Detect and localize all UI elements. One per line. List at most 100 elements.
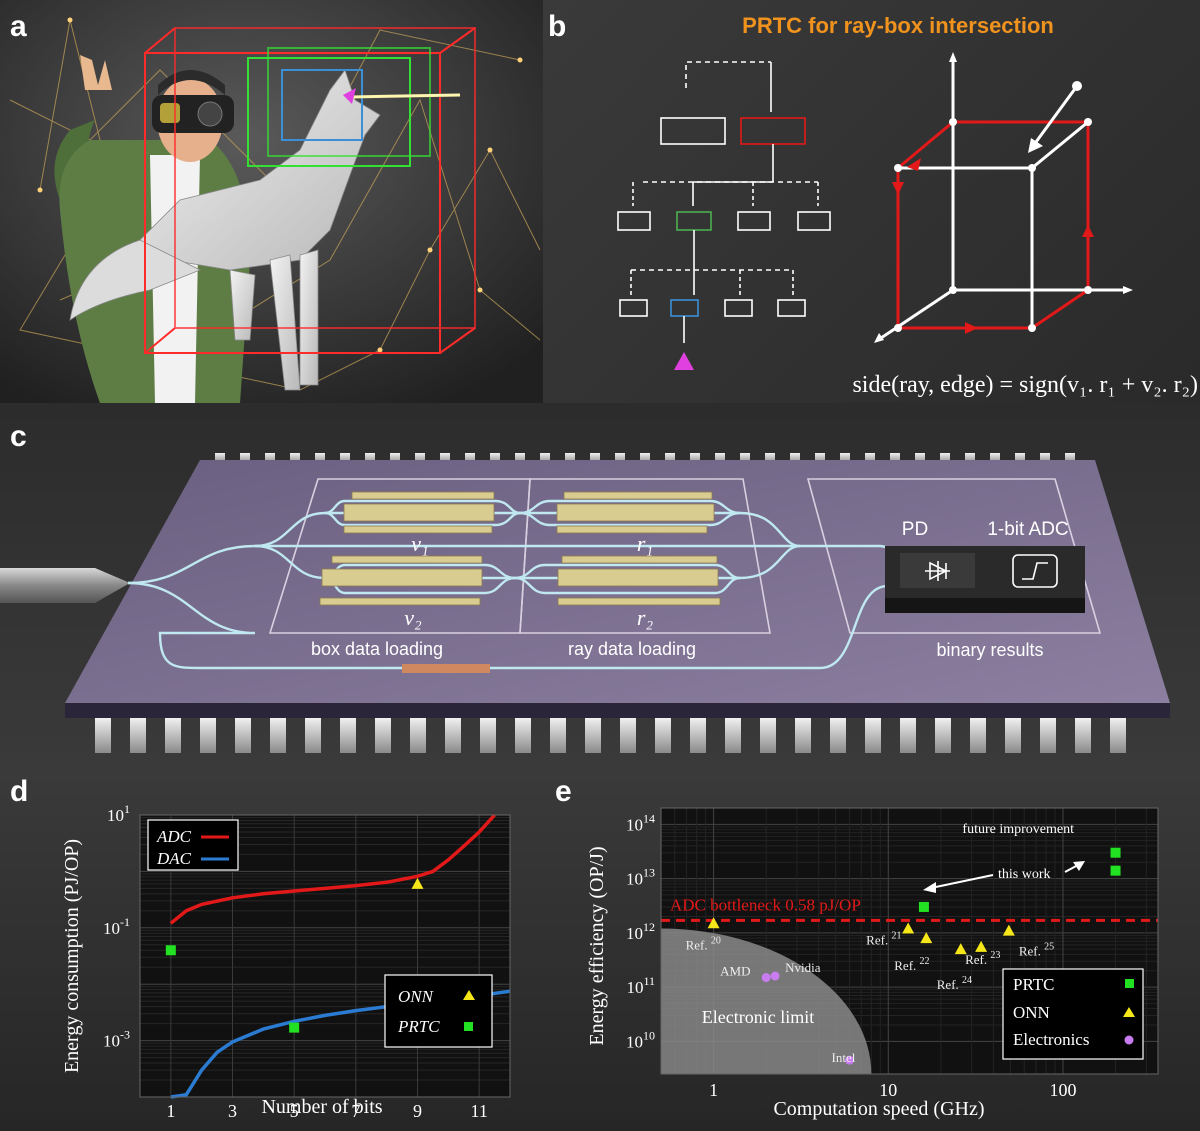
waveguides [127,499,898,670]
vr-scene-illustration [0,0,543,403]
d-legend-prtc-marker [464,1022,473,1031]
e-y-tick: 1010 [626,1028,655,1051]
d-y-tick: 101 [107,802,130,825]
panel-d: 1 3 5 7 9 11 101 10-1 10-3 Energy consumption (P… [0,770,543,1131]
e-point-label: Nvidia [785,960,821,975]
region-boxes [268,478,1102,634]
ray-beam [349,93,461,99]
e-legend [1002,968,1144,1060]
adc-block [985,546,1085,613]
optical-fiber [0,568,130,603]
e-point-electronics [761,973,771,983]
d-y-tick: 10-3 [103,1028,130,1051]
panel-label-e: e [555,775,572,808]
e-legend-prtc-marker [1125,979,1134,988]
e-point-electronics [845,1055,855,1065]
e-x-tick: 100 [1049,1080,1076,1100]
e-legend-prtc: PRTC [1013,975,1055,994]
d-legend-adc: ADC [156,827,192,846]
bounding-box-red [144,27,476,354]
e-point-onn [975,940,988,952]
d-point-prtc [289,1022,300,1033]
fox-model [69,69,381,391]
panel-label-d: d [10,775,29,808]
energy-consumption-chart: 1 3 5 7 9 11 101 10-1 10-3 Energy consumption (P… [61,802,511,1121]
side-formula: side(ray, edge) = sign(v₁. r₁ + v₂. r₂) [852,372,1198,398]
d-legend-markers [384,974,493,1048]
d-x-tick: 5 [290,1101,299,1121]
electronic-limit-region [661,928,872,1074]
e-point-prtc [918,901,929,912]
d-point-onn [411,877,424,889]
panel-b: PRTC for ray-box intersection [543,0,1200,403]
d-x-tick: 3 [228,1101,237,1121]
e-ylabel: Energy efficiency (OP/J) [586,846,608,1045]
d-legend-prtc: PRTC [397,1017,440,1036]
e-legend-onn: ONN [1013,1003,1050,1022]
e-xlabel: Computation speed (GHz) [773,1098,984,1120]
e-legend-electronics-marker [1124,1035,1134,1045]
bottom-pins [95,718,1126,753]
label-adc: 1-bit ADC [987,519,1068,540]
d-ylabel: Energy consumption (PJ/OP) [61,839,83,1073]
prtc-tree-and-box: PRTC for ray-box intersection [617,13,1198,398]
d-legend-lines [147,819,239,871]
d-x-tick: 11 [470,1101,487,1121]
e-point-onn [1002,924,1015,936]
box-cube [874,52,1133,343]
hit-marker [343,88,356,104]
label-pd: PD [902,519,928,540]
e-point-electronics [770,971,780,981]
chip-side [65,703,1170,718]
heater [402,664,490,673]
panel-c: v₁ r₁ v₂ r₂ box data loading ray data lo… [0,403,1200,770]
electrodes [319,491,721,606]
label-v1: v₁ [411,531,428,556]
d-x-tick: 9 [413,1101,422,1121]
e-x-tick: 1 [709,1080,718,1100]
e-y-tick: 1013 [626,866,655,889]
d-series-adc [169,813,496,925]
electronic-limit-label: Electronic limit [702,1007,814,1027]
future-improvement-label: future improvement [962,822,1074,837]
panel-label-c: c [10,420,27,453]
label-v2: v₂ [404,605,422,630]
label-binary-results: binary results [936,640,1043,660]
this-work-label: this work [998,867,1051,882]
d-legend-onn-marker [463,990,475,1000]
d-x-tick: 1 [166,1101,175,1121]
e-point-onn [954,943,967,955]
label-r1: r₁ [637,531,653,556]
d-y-tick: 10-1 [103,915,130,938]
e-point-label: Intel [832,1050,856,1065]
panel-label-a: a [10,10,27,43]
energy-efficiency-chart: Electronic limit ADC bottleneck 0.58 pJ/… [586,807,1159,1120]
this-work-arrow-left [930,874,994,889]
panel-a [0,0,543,403]
e-point-onn [707,917,720,929]
photonic-chip: v₁ r₁ v₂ r₂ box data loading ray data lo… [0,453,1170,753]
d-legend-onn: ONN [398,987,435,1006]
label-ray-data-loading: ray data loading [568,639,696,659]
d-x-tick: 7 [351,1101,360,1121]
d-legend-dac: DAC [156,849,192,868]
e-point-prtc [1110,847,1121,858]
panel-e: Electronic limit ADC bottleneck 0.58 pJ/… [543,770,1200,1131]
e-point-prtc [1110,865,1121,876]
ray-arrow [1028,81,1082,153]
e-y-tick: 1011 [626,974,655,997]
label-r2: r₂ [637,605,654,630]
panel-b-title: PRTC for ray-box intersection [742,13,1054,38]
edge-direction-arrows [892,158,1094,334]
e-point-onn [902,922,915,934]
tree-hit-marker [674,352,694,370]
e-legend-electronics: Electronics [1013,1030,1089,1049]
bounding-box-blue [281,69,363,141]
e-point-onn [920,932,933,944]
e-y-tick: 1012 [626,920,655,943]
bounding-box-green [247,47,431,167]
e-legend-onn-marker [1123,1007,1135,1017]
cube-vertices [894,118,1092,332]
d-point-prtc [165,945,176,956]
e-y-tick: 1014 [626,811,655,834]
